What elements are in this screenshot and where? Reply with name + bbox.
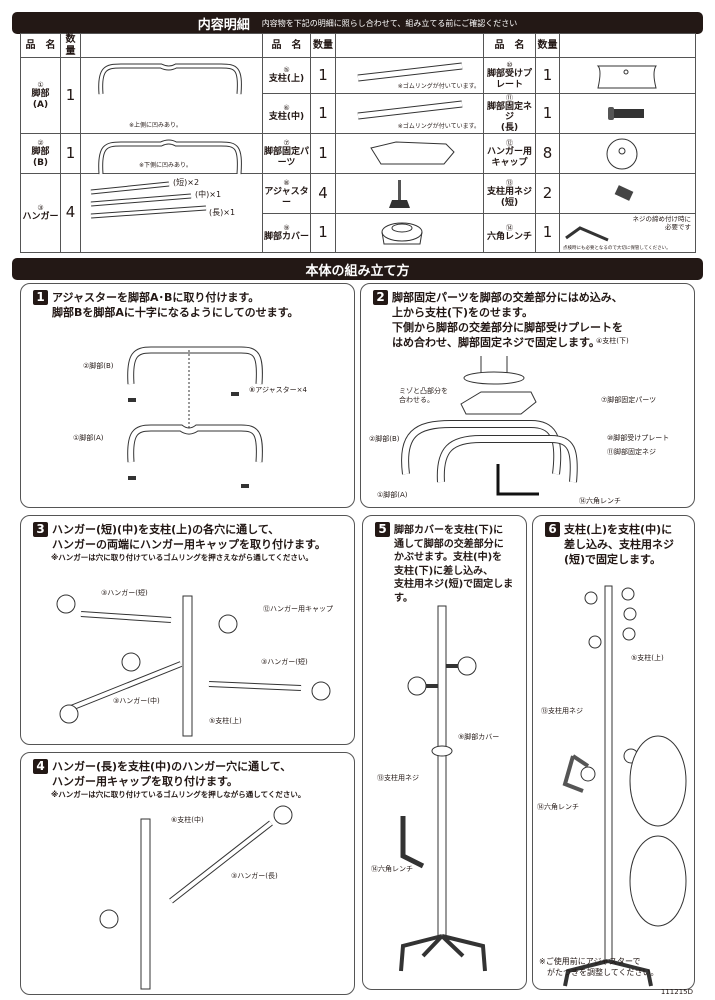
pole-screw-short-image xyxy=(559,173,696,215)
step-2-diagram xyxy=(401,356,578,496)
pole-middle-image: ※ゴムリングが付いています。 xyxy=(335,92,484,135)
assembly-header: 本体の組み立て方 xyxy=(12,258,703,280)
leg-cover-image xyxy=(335,213,484,254)
hangers-image: (短)×2 (中)×1 (長)×1 xyxy=(80,173,263,254)
step-1-diagram xyxy=(127,346,263,488)
table-header-row: 品 名数量 品 名数量 品 名数量 xyxy=(20,33,696,58)
adjuster-image xyxy=(335,173,484,215)
leg-a-image: ※上側に凹みあり。 xyxy=(80,56,263,135)
contents-title: 内容明細 xyxy=(197,17,250,33)
assembly-title: 本体の組み立て方 xyxy=(305,263,410,279)
contents-subtitle: 内容物を下記の明細に照らし合わせて、組み立てる前にご確認ください xyxy=(261,18,518,28)
leg-fixing-part-image xyxy=(335,133,484,175)
step-5-diagram xyxy=(399,605,487,972)
document-code: 111215D xyxy=(660,988,693,996)
contents-header: 内容明細 内容物を下記の明細に照らし合わせて、組み立てる前にご確認ください xyxy=(12,12,703,34)
pole-upper-image: ※ゴムリングが付いています。 xyxy=(335,57,484,94)
step-3-diagram xyxy=(56,594,331,737)
leg-screw-long-image xyxy=(559,92,696,135)
hex-wrench-image: ネジの締め付け時に必要です点検時にも必要となるので大切に保管してください。 xyxy=(559,213,696,254)
hanger-cap-image xyxy=(559,133,696,175)
leg-plate-image xyxy=(559,57,696,94)
leg-b-image: ※下側に凹みあり。 xyxy=(80,133,263,175)
step-6-diagram xyxy=(562,585,687,987)
step-4-diagram xyxy=(99,805,293,990)
